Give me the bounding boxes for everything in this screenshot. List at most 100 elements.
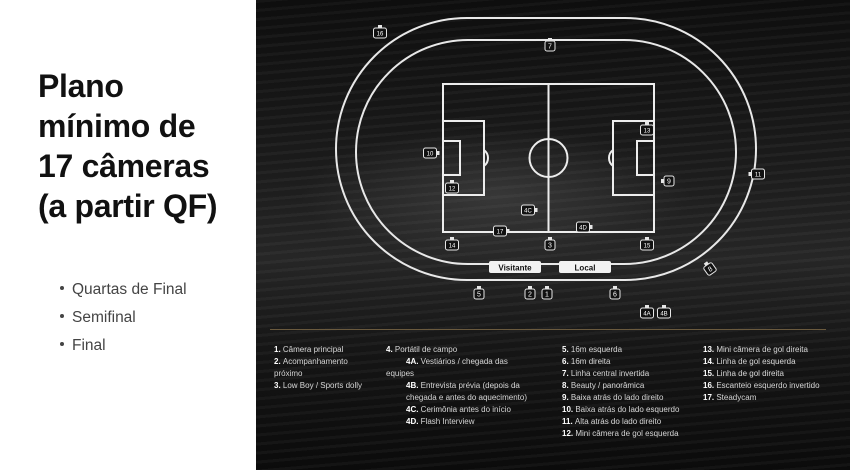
legend-text: Escanteio esquerdo invertido xyxy=(716,381,820,390)
camera-label: 6 xyxy=(613,292,617,299)
visitante-label: Visitante xyxy=(498,264,532,273)
camera-marker-14: 14 xyxy=(445,237,459,251)
legend-item: 7. Linha central invertida xyxy=(562,368,679,380)
center-circle xyxy=(528,138,569,178)
camera-marker-17: 17 xyxy=(493,225,510,237)
legend-text: Portátil de campo xyxy=(394,345,458,354)
legend-item: chegada e antes do aquecimento) xyxy=(386,392,527,404)
legend-text: próximo xyxy=(274,369,303,378)
legend-item: 9. Baixa atrás do lado direito xyxy=(562,392,679,404)
camera-lens-icon xyxy=(534,208,538,212)
legend-number: 3. xyxy=(274,381,283,390)
camera-lens-icon xyxy=(506,229,510,233)
camera-marker-2: 2 xyxy=(524,286,536,300)
camera-marker-4b: 4B xyxy=(657,305,671,319)
legend-number: 4D. xyxy=(406,417,421,426)
right-penalty-arc xyxy=(608,149,614,167)
legend-number: 4. xyxy=(386,345,395,354)
legend-number: 14. xyxy=(703,357,717,366)
bullet-text: Quartas de Final xyxy=(72,281,187,298)
local-bench xyxy=(559,261,611,273)
legend-divider xyxy=(270,329,826,330)
legend-item: 12. Mini câmera de gol esquerda xyxy=(562,428,679,440)
bullet-item: Semifinal xyxy=(60,304,187,332)
legend-item: 3. Low Boy / Sports dolly xyxy=(274,380,362,392)
camera-label: 17 xyxy=(497,230,504,236)
legend-item: 14. Linha de gol esquerda xyxy=(703,356,820,368)
legend-item: 15. Linha de gol direita xyxy=(703,368,820,380)
legend-item: 2. Acompanhamento xyxy=(274,356,362,368)
dugout-visitante: Visitante xyxy=(489,261,541,273)
camera-lens-icon xyxy=(613,286,617,289)
bullet-item: Quartas de Final xyxy=(60,276,187,304)
camera-lens-icon xyxy=(589,225,593,229)
legend-item: equipes xyxy=(386,368,527,380)
camera-marker-4d: 4D xyxy=(576,221,593,233)
title-line: Plano xyxy=(38,68,124,104)
camera-label: 7 xyxy=(548,44,552,51)
camera-label: 14 xyxy=(449,244,456,250)
legend-text: Vestiários / chegada das xyxy=(420,357,508,366)
legend-text: Baixa atrás do lado esquerdo xyxy=(575,405,680,414)
camera-marker-9: 9 xyxy=(661,175,675,187)
legend-number: 17. xyxy=(703,393,717,402)
camera-label: 9 xyxy=(667,179,671,186)
right-goal-box xyxy=(636,140,655,176)
legend-text: Cerimônia antes do início xyxy=(420,405,511,414)
legend-item: 4B. Entrevista prévia (depois da xyxy=(386,380,527,392)
legend-number: 7. xyxy=(562,369,571,378)
camera-label: 11 xyxy=(755,173,762,179)
camera-lens-icon xyxy=(703,261,709,267)
camera-lens-icon xyxy=(477,286,481,289)
slide-title: Plano mínimo de 17 câmeras (a partir QF) xyxy=(38,66,253,226)
camera-marker-11: 11 xyxy=(748,168,765,180)
legend-number: 6. xyxy=(562,357,571,366)
legend-item: 1. Câmera principal xyxy=(274,344,362,356)
legend-text: Acompanhamento xyxy=(282,357,348,366)
camera-marker-10: 10 xyxy=(423,147,440,159)
camera-label: 10 xyxy=(427,152,434,158)
camera-marker-12: 12 xyxy=(445,180,459,194)
legend-number: 11. xyxy=(562,417,575,426)
camera-marker-5: 5 xyxy=(473,286,485,300)
camera-lens-icon xyxy=(548,38,552,41)
legend-item: 16. Escanteio esquerdo invertido xyxy=(703,380,820,392)
camera-lens-icon xyxy=(450,180,454,183)
legend-number: 4A. xyxy=(406,357,421,366)
legend-text: Low Boy / Sports dolly xyxy=(282,381,363,390)
camera-label: 3 xyxy=(548,243,552,250)
legend-text: chegada e antes do aquecimento) xyxy=(406,393,527,402)
camera-marker-8: 8 xyxy=(703,261,717,276)
bullet-item: Final xyxy=(60,332,187,360)
camera-lens-icon xyxy=(748,172,752,176)
visitante-bench xyxy=(489,261,541,273)
camera-lens-icon xyxy=(548,237,552,240)
legend-item: 4. Portátil de campo xyxy=(386,344,527,356)
legend-item: 4D. Flash Interview xyxy=(386,416,527,428)
camera-label: 16 xyxy=(377,32,384,38)
left-penalty-arc xyxy=(483,149,489,167)
legend-text: Beauty / panorâmica xyxy=(570,381,645,390)
camera-marker-7: 7 xyxy=(544,38,556,52)
legend-text: Mini câmera de gol direita xyxy=(716,345,808,354)
camera-lens-icon xyxy=(661,179,664,183)
camera-marker-13: 13 xyxy=(640,122,654,136)
camera-label: 5 xyxy=(477,292,481,299)
legend-item: 4A. Vestiários / chegada das xyxy=(386,356,527,368)
bullet-text: Final xyxy=(72,337,106,354)
camera-label: 2 xyxy=(528,292,532,299)
bullet-text: Semifinal xyxy=(72,309,136,326)
legend-item: 6. 16m direita xyxy=(562,356,679,368)
camera-marker-16: 16 xyxy=(373,25,387,39)
camera-lens-icon xyxy=(645,305,649,308)
pitch xyxy=(442,83,655,233)
legend-text: Linha de gol esquerda xyxy=(716,357,796,366)
legend-number: 1. xyxy=(274,345,283,354)
legend-item: 17. Steadycam xyxy=(703,392,820,404)
title-line: mínimo de xyxy=(38,108,196,144)
